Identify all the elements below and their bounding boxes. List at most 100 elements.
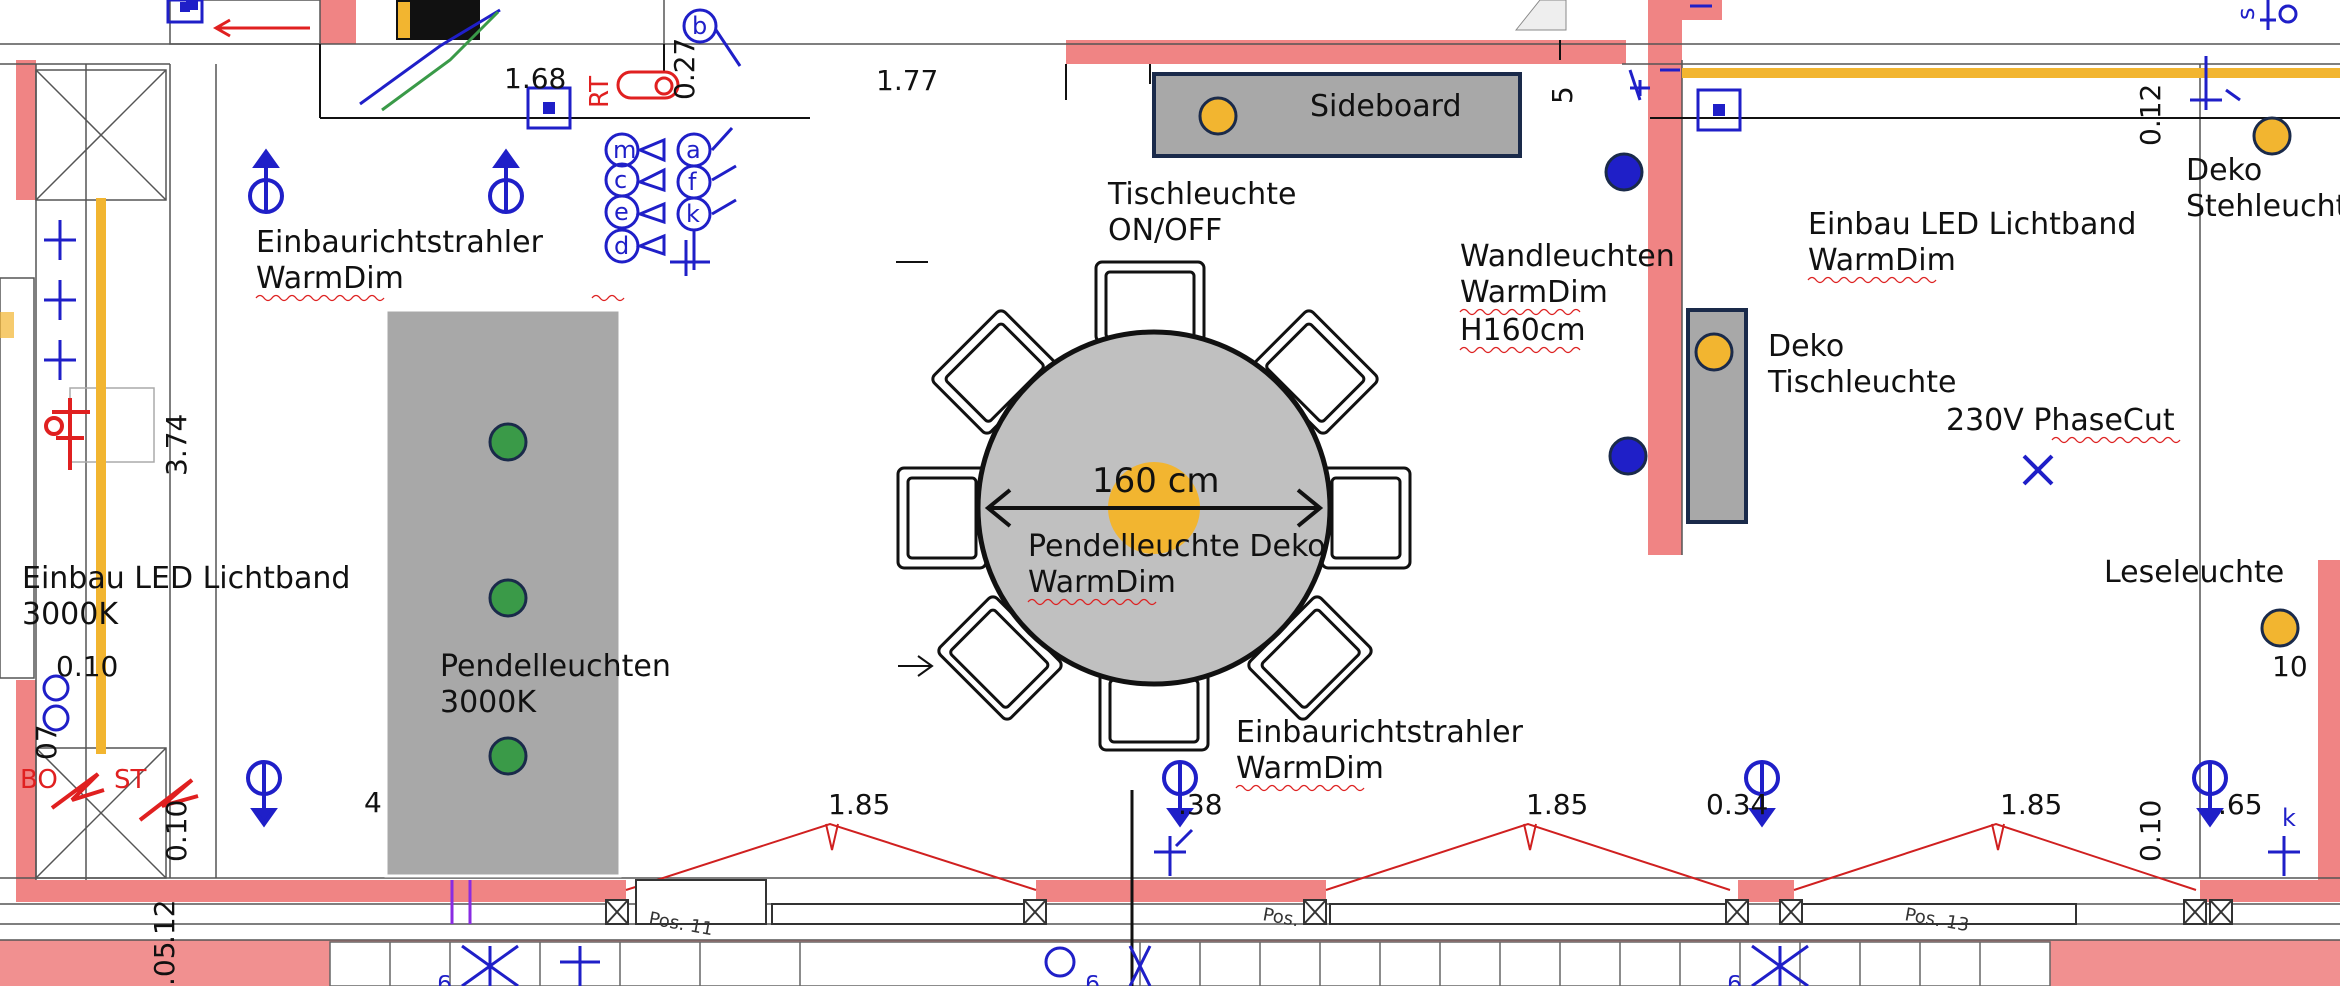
- socket-mini-left: [186, 0, 198, 10]
- einbaurichtstrahler-icon-1: [248, 148, 284, 214]
- dim-185c: 1.85: [2000, 788, 2062, 821]
- window-crosses: [605, 899, 2233, 925]
- bo-st-symbols: [44, 398, 199, 822]
- bo-label: BO: [20, 765, 58, 795]
- einbaurichtstrahler-icon-3: [246, 760, 282, 828]
- direction-arrow: [896, 261, 934, 677]
- leseleuchte-label: Leseleuchte: [2104, 555, 2284, 590]
- top-right-details: [1690, 0, 2298, 30]
- blue-letters: m c e d a f k b s k g g g: [437, 7, 2296, 986]
- st-label: ST: [114, 765, 147, 795]
- deko-steh-lamp: [2252, 116, 2292, 156]
- letter-g3: g: [1727, 974, 1742, 986]
- letter-a: a: [686, 136, 701, 164]
- lichtband-right-label-2: WarmDim: [1808, 243, 1956, 278]
- dim-185a: 1.85: [828, 788, 890, 821]
- dim-177: 1.77: [876, 64, 938, 97]
- einbaurichtstrahler-icon-4: [1162, 760, 1198, 828]
- pendel-deko-label-2: WarmDim: [1028, 565, 1176, 600]
- phasecut-cross-icon: [2022, 454, 2054, 486]
- dim-010b: 0.10: [160, 800, 193, 862]
- lichtband-right-bar: [1682, 68, 2340, 78]
- rt-label: RT: [585, 76, 615, 108]
- phasecut-label: 230V PhaseCut: [1946, 403, 2175, 438]
- lichtband-left-bar: [96, 198, 106, 754]
- einbaurichtstrahler-bottom-label-1: Einbaurichtstrahler: [1236, 715, 1524, 750]
- spot-symbols: [246, 148, 2228, 828]
- wall-bottom-4: [2200, 880, 2340, 902]
- top-shelf-lines: [319, 40, 2340, 119]
- red-labels: BO ST RT: [20, 76, 615, 795]
- dim-185b: 1.85: [1526, 788, 1588, 821]
- letter-s: s: [2232, 7, 2260, 20]
- bottom-grid: [329, 941, 2051, 986]
- wandleuchten-label-1: Wandleuchten: [1460, 239, 1675, 274]
- wall-top-left-stub: [320, 0, 356, 44]
- wall-right: [2318, 560, 2340, 880]
- letter-k2: k: [2282, 804, 2296, 832]
- chair-left: [896, 466, 988, 570]
- top-left-details: [166, 0, 1567, 112]
- windows: [625, 822, 2197, 891]
- pendel-label-2: 3000K: [440, 685, 537, 720]
- letter-c: c: [614, 166, 627, 194]
- lichtband-right-label-1: Einbau LED Lichtband: [1808, 207, 2136, 242]
- deko-tisch-lamp: [1694, 332, 1734, 372]
- lichtband-left-label-2: 3000K: [22, 597, 119, 632]
- letter-k: k: [686, 200, 700, 228]
- wall-vertical-center: [1648, 0, 1682, 555]
- letter-f: f: [688, 168, 697, 196]
- wall-bottom-3: [1738, 880, 1794, 902]
- rt-thermostat-icon: [616, 70, 680, 100]
- dim-05: .05: [148, 941, 181, 986]
- leseleuchte-lamp: [2260, 608, 2300, 648]
- tischleuchte-label-1: Tischleuchte: [1107, 177, 1296, 212]
- spellcheck-underlines: [255, 276, 2181, 792]
- socket-dot-2: [1713, 104, 1725, 116]
- dim-10: 10: [2272, 650, 2308, 683]
- dim-07: 07: [30, 724, 63, 760]
- table-diameter-arrow: [984, 488, 1324, 528]
- deko-tisch-label-2: Tischleuchte: [1767, 365, 1956, 400]
- letter-m: m: [613, 136, 636, 164]
- lichtband-left-label-1: Einbau LED Lichtband: [22, 561, 350, 596]
- left-cabinet-marker: [0, 312, 14, 338]
- chair-right: [1320, 466, 1412, 570]
- einbaurichtstrahler-icon-5: [1744, 760, 1780, 828]
- pendel-green-1: [488, 422, 528, 462]
- dim-010c: 0.10: [2134, 800, 2167, 862]
- wall-left-bottom: [16, 680, 36, 880]
- letter-b: b: [692, 12, 707, 40]
- letter-e: e: [614, 198, 629, 226]
- wall-left-top: [16, 60, 36, 200]
- dim-012b: .12: [148, 899, 181, 944]
- wandleuchten-label-3: H160cm: [1460, 313, 1586, 348]
- einbaurichtstrahler-icon-6: [2192, 760, 2228, 828]
- pendel-green-2: [488, 578, 528, 618]
- bottom-strip-symbols: [461, 944, 1809, 986]
- wandleuchte-icon-2: [1608, 436, 1648, 476]
- dimension-labels: 1.68 1.77 0.27 5 0.12 3.74 0.10 07 0.10 …: [30, 38, 2308, 986]
- tischleuchte-label-2: ON/OFF: [1108, 213, 1222, 248]
- wall-bottom-2: [1036, 880, 1326, 902]
- dim-374: 3.74: [160, 414, 193, 476]
- pendel-green-3: [488, 736, 528, 776]
- dim-012: 0.12: [2134, 84, 2167, 146]
- socket-box-icon-1: [526, 86, 572, 130]
- labels: Sideboard Tischleuchte ON/OFF Einbaurich…: [22, 89, 2340, 786]
- letter-g2: g: [1085, 974, 1100, 986]
- dim-027: 0.27: [668, 38, 701, 100]
- einbaurichtstrahler-icon-2: [488, 148, 524, 214]
- sideboard-label: Sideboard: [1310, 89, 1462, 124]
- pendel-deko-label-1: Pendelleuchte Deko: [1028, 529, 1326, 564]
- pos-label-2: Pos.: [1261, 904, 1300, 931]
- dim-168: 1.68: [504, 62, 566, 95]
- window-frames: [605, 879, 2233, 925]
- einbaurichtstrahler-bottom-label-2: WarmDim: [1236, 751, 1384, 786]
- dim-038: .38: [1178, 788, 1223, 821]
- dim-065: .65: [2218, 788, 2263, 821]
- deko-steh-label-1: Deko: [2186, 153, 2262, 188]
- pendel-label-1: Pendelleuchten: [440, 649, 671, 684]
- dim-4: 4: [364, 786, 382, 819]
